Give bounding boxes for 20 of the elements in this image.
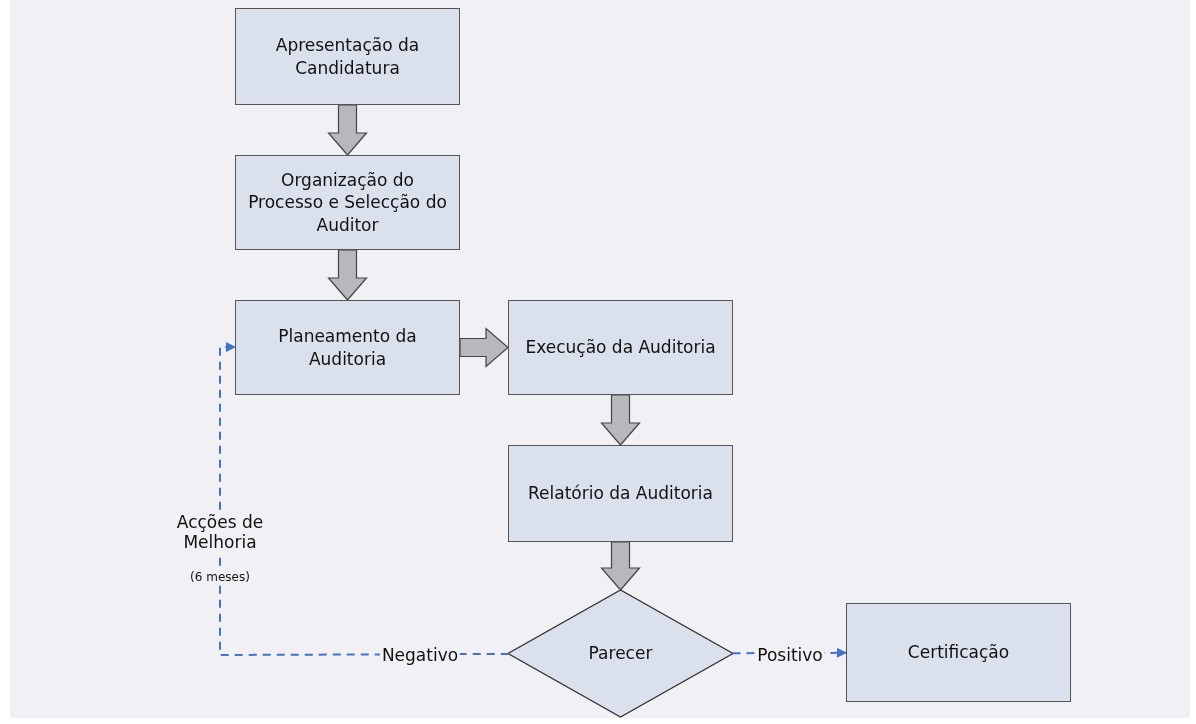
process-box xyxy=(235,155,460,250)
node-text: Relatório da Auditoria xyxy=(528,482,713,505)
process-box xyxy=(846,603,1071,702)
process-box xyxy=(235,300,460,395)
node-text: Execução da Auditoria xyxy=(525,336,716,359)
block-arrow xyxy=(327,249,368,301)
block-arrow xyxy=(600,541,641,591)
node-text: Certificação xyxy=(907,641,1010,664)
edge-label: Negativo xyxy=(379,645,461,665)
node-text: Apresentação da Candidatura xyxy=(274,34,421,79)
process-box xyxy=(508,300,733,395)
process-box xyxy=(235,8,460,105)
node-text: Organização do Processo e Selecção do Auditor xyxy=(247,169,448,236)
process-box xyxy=(508,445,733,542)
block-arrow xyxy=(600,394,641,446)
node-text: Planeamento da Auditoria xyxy=(277,325,418,370)
block-arrow xyxy=(459,327,509,368)
node-text: Parecer xyxy=(588,642,653,665)
block-arrow xyxy=(327,104,368,156)
note-label: (6 meses) xyxy=(188,570,252,584)
